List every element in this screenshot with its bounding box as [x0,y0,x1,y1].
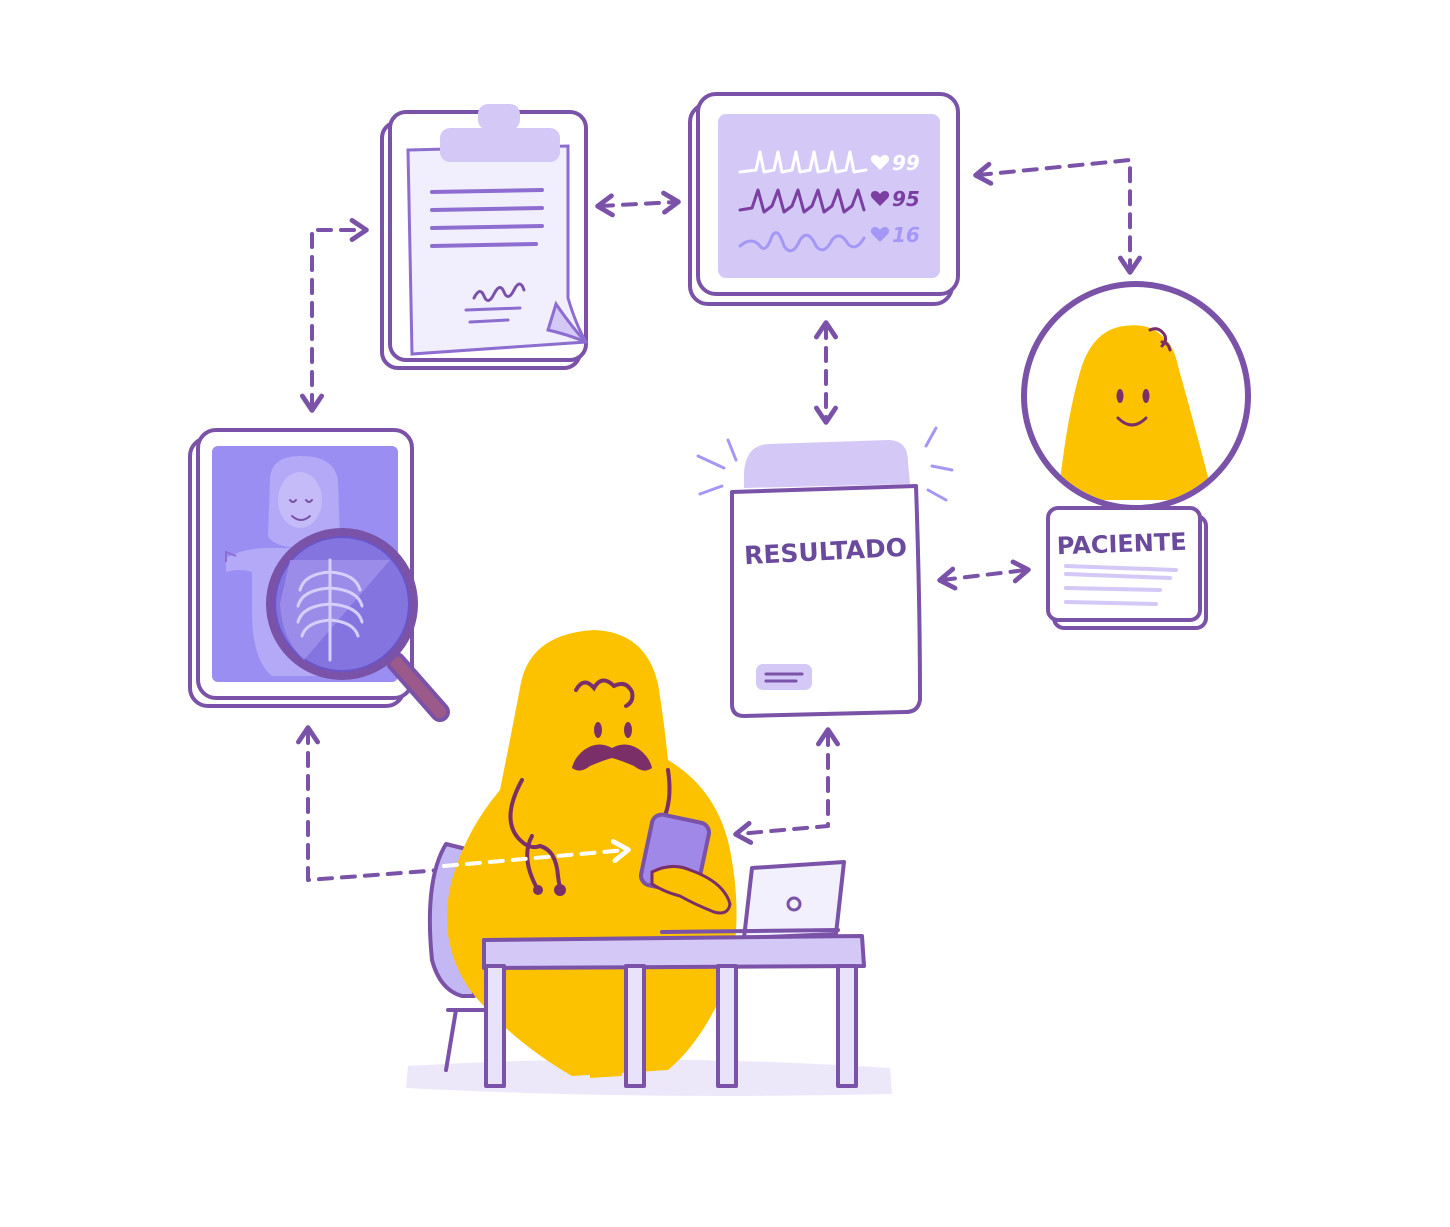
reading-2: 95 [892,187,920,211]
arrow-clipboard-monitor [595,190,681,218]
heart-icon [870,227,890,242]
arrow-xray-clipboard [300,218,369,413]
signature [472,282,526,302]
doctor-at-desk [427,630,866,1088]
reading-1: 99 [892,151,920,175]
paciente-label: PACIENTE [1056,528,1187,561]
mustache [572,744,652,771]
heart-icon [870,155,890,170]
laptop-icon [660,860,846,940]
paciente-card: PACIENTE [1046,506,1208,630]
desk [482,934,866,1088]
arrow-resultado-doctor [733,727,840,845]
heart-icon [870,191,890,206]
arrow-xray-doctor [296,725,442,882]
arrow-monitor-patient [973,158,1142,275]
resultado-folder: RESULTADO [696,426,954,718]
magnifying-glass-icon [266,528,450,722]
xray-tablet [188,428,450,722]
patient-portrait [1021,281,1251,511]
vitals-monitor: 99 95 16 [688,92,960,306]
clipboard-clip [440,128,560,162]
connectors [296,158,1142,882]
clipboard [380,104,589,370]
folder-body [730,484,922,718]
floor-shadow [406,1059,892,1096]
patient-avatar [1058,325,1214,500]
reading-3: 16 [892,223,920,247]
arrow-resultado-paciente [937,559,1031,591]
